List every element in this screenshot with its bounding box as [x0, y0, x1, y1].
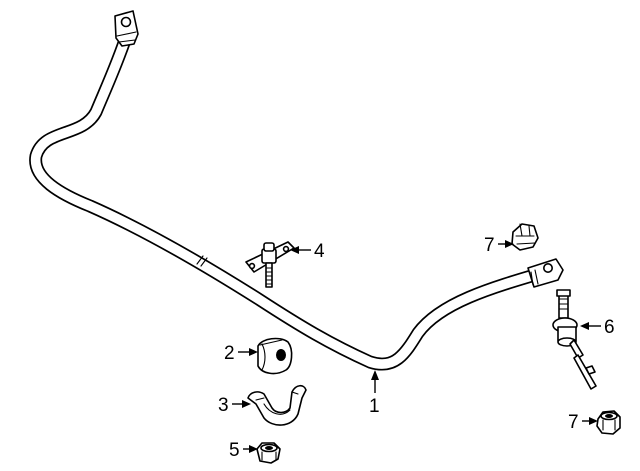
- stabilizer-link: [552, 289, 597, 390]
- callout-7-bottom: 7: [568, 412, 598, 433]
- bar-end-right: [527, 258, 564, 288]
- callout-4: 4: [290, 241, 325, 262]
- callout-6: 6: [580, 317, 615, 338]
- callout-label-4: 4: [314, 241, 325, 262]
- stabilizer-bar: [29, 10, 564, 371]
- bushing: [257, 337, 293, 375]
- nut-bottom-right: [596, 410, 621, 435]
- callout-3: 3: [218, 395, 251, 416]
- callout-2: 2: [224, 343, 258, 364]
- clamp-bracket: [247, 384, 307, 426]
- callout-label-7-top: 7: [484, 235, 495, 256]
- nut-bottom-left: [256, 442, 281, 464]
- callout-label-3: 3: [218, 395, 229, 416]
- callout-7-top: 7: [484, 235, 514, 256]
- bracket-with-stud: [245, 241, 295, 288]
- callout-label-2: 2: [224, 343, 235, 364]
- callout-label-1: 1: [369, 396, 380, 417]
- bar-end-left: [114, 10, 139, 47]
- callout-label-6: 6: [604, 317, 615, 338]
- nut-top: [511, 223, 539, 251]
- callout-label-5: 5: [229, 440, 240, 461]
- callout-5: 5: [229, 440, 258, 461]
- callout-label-7-bottom: 7: [568, 412, 579, 433]
- callout-1: 1: [369, 370, 380, 417]
